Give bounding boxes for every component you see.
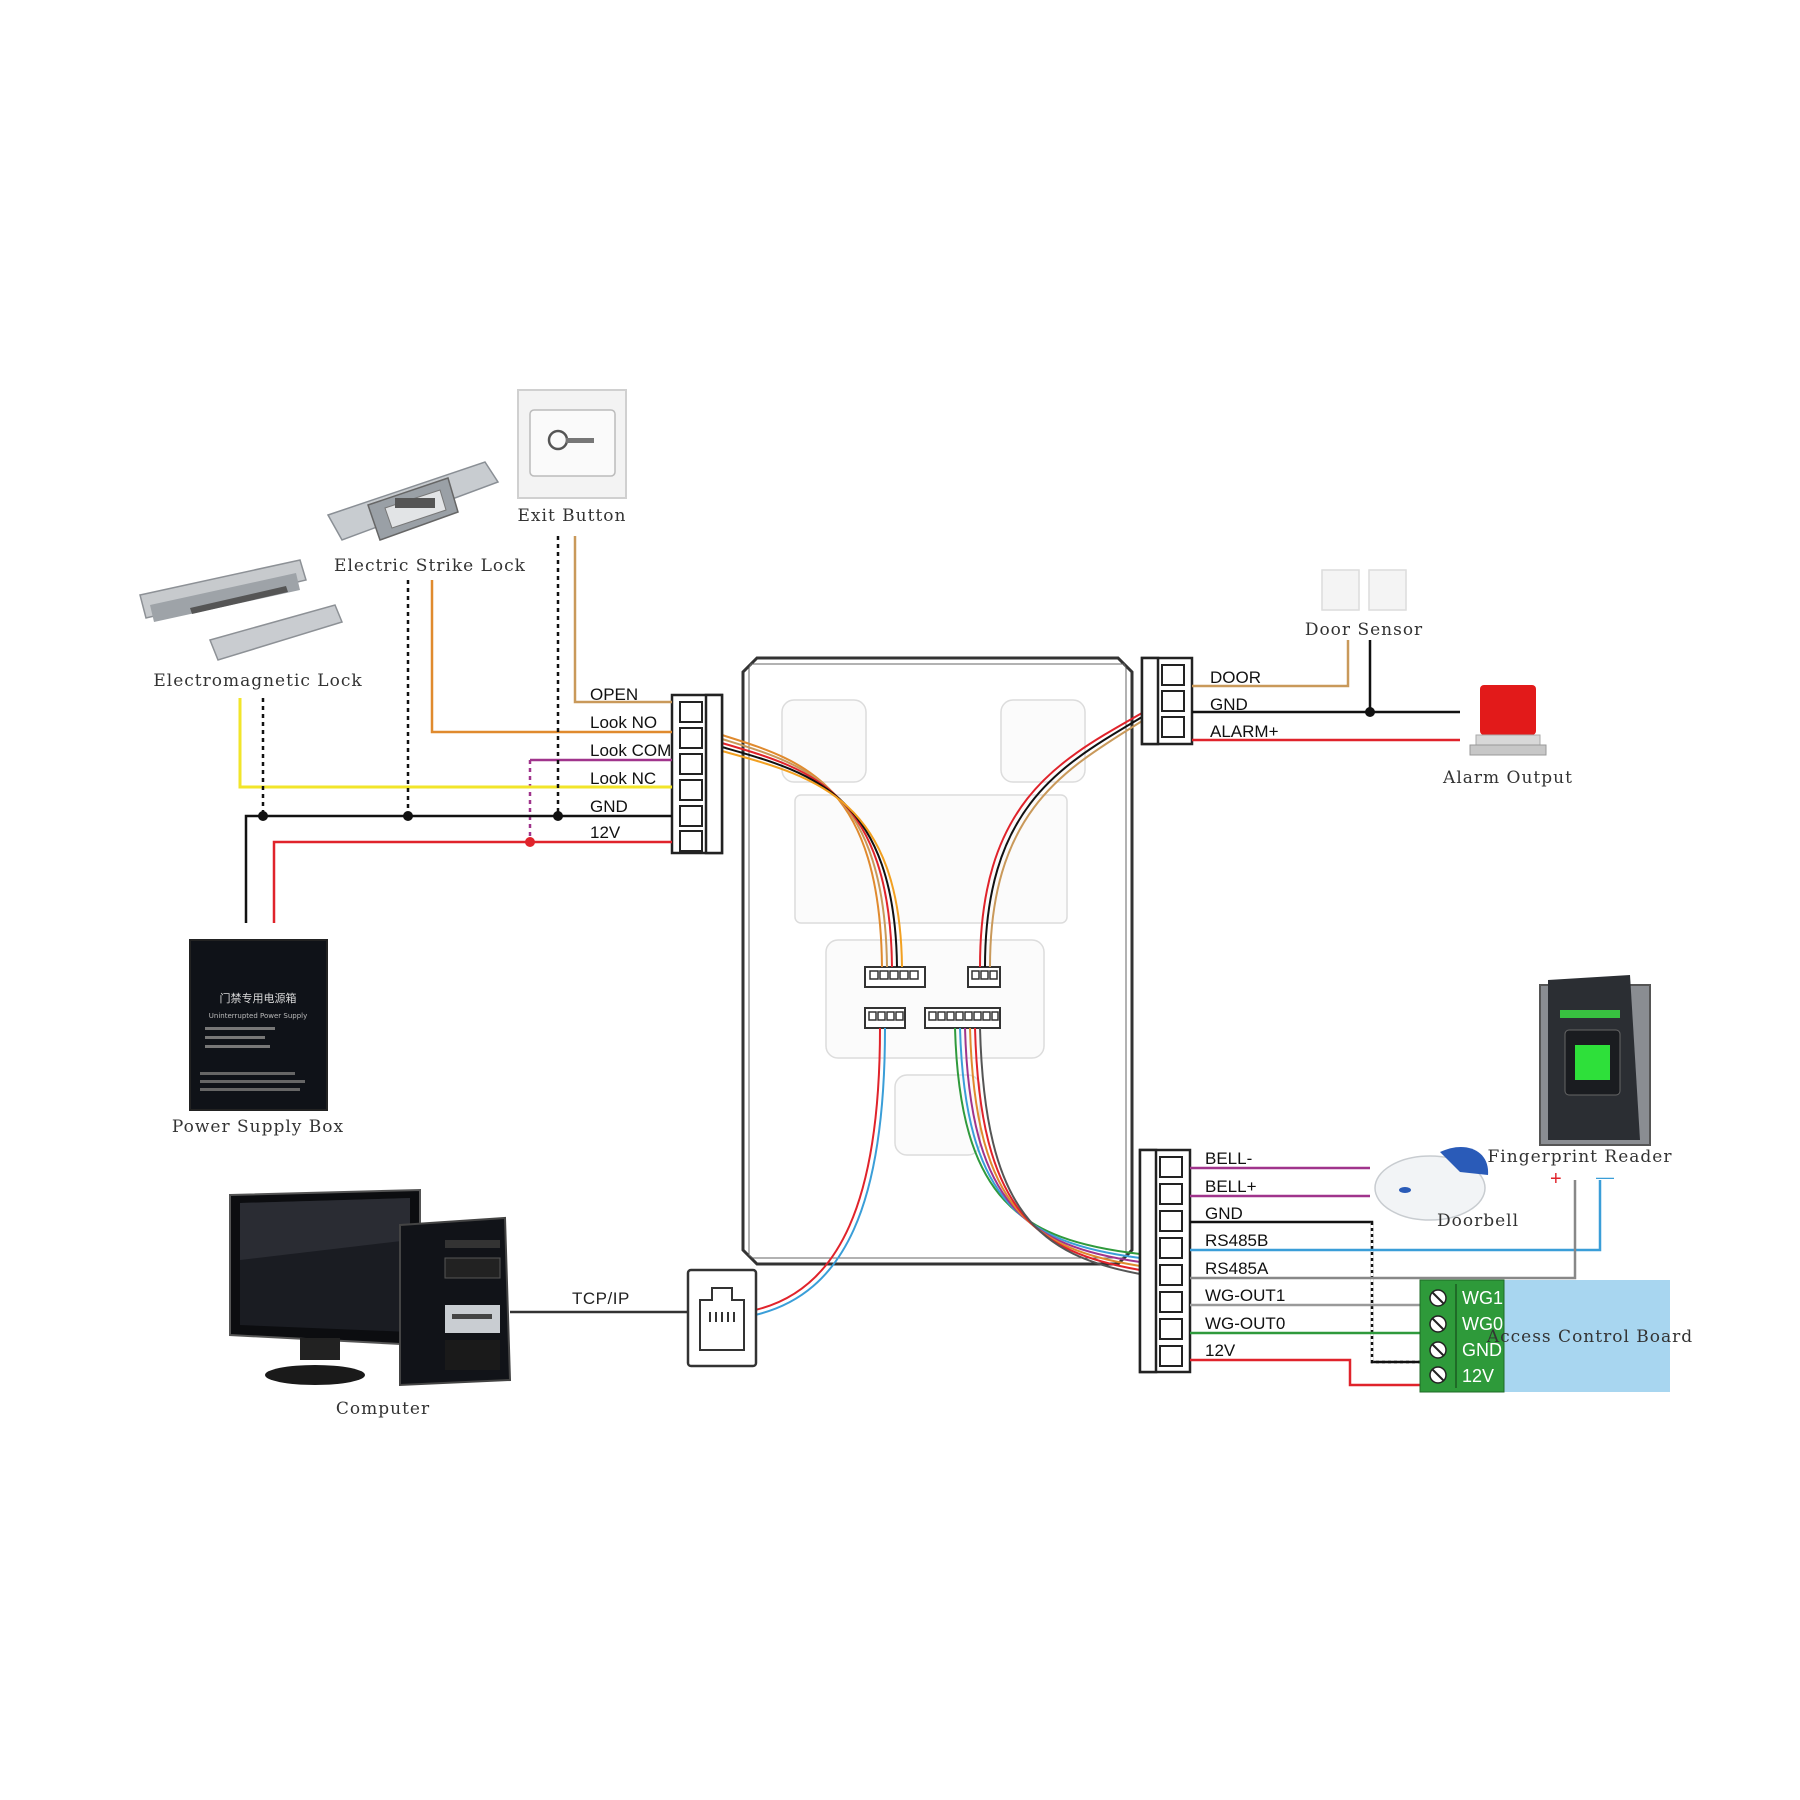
wire-12v <box>272 840 672 923</box>
electric-strike-lock-label: Electric Strike Lock <box>334 556 526 576</box>
bus-pin-labels: BELL- BELL+ GND RS485B RS485A WG-OUT1 WG… <box>1205 1149 1285 1360</box>
controller-unit <box>741 656 1134 1266</box>
harness-lock <box>721 734 903 968</box>
alarm-output-device: Alarm Output <box>1442 685 1573 788</box>
wires-lock-side <box>238 536 672 923</box>
access-control-board-device: WG1 WG0 GND 12V Access Control Board <box>1419 1279 1693 1393</box>
computer-device: Computer <box>229 1188 512 1419</box>
wires-bus-side <box>1190 1166 1602 1387</box>
internal-header-2 <box>967 966 1001 988</box>
pin-label-bus-gnd: GND <box>1205 1204 1243 1223</box>
connector-bus-side <box>1138 1148 1192 1374</box>
wire-door <box>1192 640 1350 688</box>
access-control-board-label: Access Control Board <box>1486 1327 1693 1347</box>
pin-label-sensor-gnd: GND <box>1210 695 1248 714</box>
wire-junctions <box>258 811 563 847</box>
connector-sensor-side <box>1140 656 1194 746</box>
door-sensor-device: Door Sensor <box>1305 569 1423 640</box>
pin-label-alarm: ALARM+ <box>1210 722 1279 741</box>
sensor-pin-labels: DOOR GND ALARM+ <box>1210 668 1279 741</box>
internal-header-1 <box>864 966 926 988</box>
doorbell-device: Doorbell <box>1374 1146 1519 1231</box>
lock-pin-labels: OPEN Look NO Look COM Look NC GND 12V <box>590 685 671 842</box>
wire-open <box>573 536 672 704</box>
wire-junction-sensor <box>1365 707 1375 717</box>
door-sensor-label: Door Sensor <box>1305 620 1423 640</box>
pin-label-bell-plus: BELL+ <box>1205 1177 1257 1196</box>
wires-sensor-side <box>1192 640 1460 742</box>
electromagnetic-lock-label: Electromagnetic Lock <box>153 671 362 691</box>
pin-label-rs485a: RS485A <box>1205 1259 1269 1278</box>
tcp-ip-label: TCP/IP <box>572 1289 630 1308</box>
rj45-port <box>686 1268 758 1368</box>
electric-strike-lock-device: Electric Strike Lock <box>326 461 526 576</box>
harness-bus <box>954 1027 1141 1275</box>
pin-label-gnd: GND <box>590 797 628 816</box>
exit-button-device: Exit Button <box>517 389 627 526</box>
terminal-label-gnd: GND <box>1462 1340 1502 1360</box>
pin-label-12v: 12V <box>590 823 621 842</box>
electromagnetic-lock-device: Electromagnetic Lock <box>139 559 362 691</box>
harness-network <box>754 1027 886 1316</box>
harness-sensor <box>979 712 1143 968</box>
pin-label-bus-12v: 12V <box>1205 1341 1236 1360</box>
connector-lock-side <box>670 693 724 855</box>
pin-label-bell-minus: BELL- <box>1205 1149 1252 1168</box>
power-supply-box-label: Power Supply Box <box>172 1117 344 1137</box>
reader-plus-sign: + <box>1550 1168 1562 1190</box>
alarm-output-label: Alarm Output <box>1442 768 1573 788</box>
wire-bus-12v <box>1190 1358 1420 1387</box>
pin-label-rs485b: RS485B <box>1205 1231 1268 1250</box>
terminal-label-wg1: WG1 <box>1462 1288 1503 1308</box>
reader-minus-sign: — <box>1596 1167 1614 1187</box>
pin-label-lock-no: Look NO <box>590 713 657 732</box>
board-terminals <box>1429 1289 1447 1384</box>
terminal-label-wg0: WG0 <box>1462 1314 1503 1334</box>
wire-rs485a <box>1190 1180 1577 1280</box>
wire-rs485b <box>1190 1180 1602 1252</box>
power-supply-print-title: 门禁专用电源箱 <box>220 991 297 1005</box>
network-link: TCP/IP <box>510 1289 688 1314</box>
internal-header-4 <box>924 1007 1001 1029</box>
wire-gnd <box>244 814 672 923</box>
wire-lock-no <box>430 580 672 734</box>
pin-label-wg-out1: WG-OUT1 <box>1205 1286 1285 1305</box>
terminal-label-12v: 12V <box>1462 1366 1494 1386</box>
pin-label-open: OPEN <box>590 685 638 704</box>
exit-button-label: Exit Button <box>518 506 627 526</box>
fingerprint-reader-device: Fingerprint Reader + — <box>1488 975 1673 1190</box>
power-supply-box-device: 门禁专用电源箱 Uninterrupted Power Supply Power… <box>172 939 344 1137</box>
pin-label-lock-nc: Look NC <box>590 769 656 788</box>
pin-label-wg-out0: WG-OUT0 <box>1205 1314 1285 1333</box>
wire-lock-nc <box>238 698 672 789</box>
doorbell-label: Doorbell <box>1437 1211 1519 1231</box>
pin-label-lock-com: Look COM <box>590 741 671 760</box>
internal-header-3 <box>864 1007 906 1029</box>
computer-label: Computer <box>336 1399 430 1419</box>
power-supply-print-subtitle: Uninterrupted Power Supply <box>209 1012 307 1020</box>
pin-label-door: DOOR <box>1210 668 1261 687</box>
fingerprint-reader-label: Fingerprint Reader <box>1488 1147 1673 1167</box>
